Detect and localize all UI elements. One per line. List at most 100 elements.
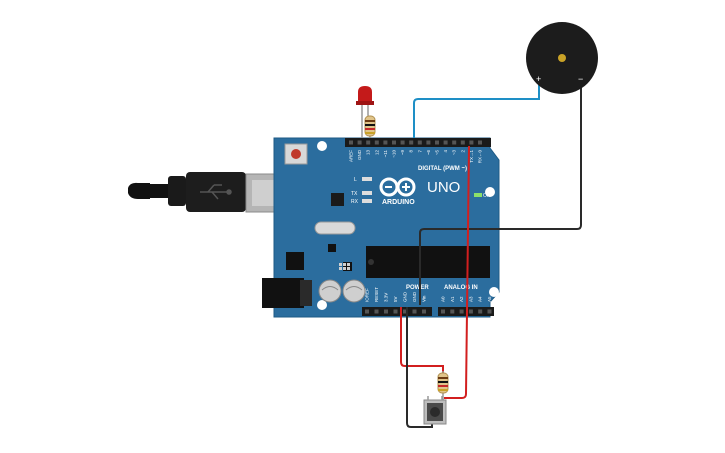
digital-pin-hole[interactable]: [392, 140, 396, 145]
digital-pin-hole[interactable]: [417, 140, 422, 145]
on-led-label: ON: [483, 193, 491, 199]
power-pin-hole[interactable]: [374, 309, 379, 314]
analog-pin-hole[interactable]: [478, 309, 483, 314]
power-pin-label: Vin: [422, 295, 427, 302]
digital-pin-hole[interactable]: [409, 140, 414, 145]
digital-pin-hole[interactable]: [349, 140, 353, 145]
power-pin-hole[interactable]: [403, 309, 407, 314]
power-pin-hole[interactable]: [393, 309, 398, 314]
arduino-brand: ARDUINO: [382, 199, 415, 206]
mounting-hole: [489, 287, 499, 297]
digital-pin-label: ~5: [435, 150, 440, 156]
power-pin-hole[interactable]: [384, 309, 388, 314]
digital-pin-label: 12: [374, 150, 379, 156]
red-led[interactable]: [356, 86, 374, 138]
digital-pin-hole[interactable]: [452, 140, 457, 145]
analog-pin-label: A4: [478, 296, 483, 302]
arduino-logo: [379, 177, 416, 197]
board-model: UNO: [427, 179, 460, 196]
digital-pin-hole[interactable]: [435, 140, 439, 145]
icsp-pin: [339, 263, 342, 266]
digital-pin-label: ~6: [426, 150, 431, 156]
icsp-pin: [343, 263, 346, 266]
piezo-buzzer[interactable]: + −: [526, 22, 598, 94]
digital-pin-label: ~3: [452, 150, 457, 156]
digital-header-label: DIGITAL (PWM ~): [418, 166, 467, 172]
digital-pin-label: 4: [443, 150, 448, 153]
power-pin-label: GND: [403, 291, 408, 302]
digital-pin-label: GND: [357, 149, 362, 160]
blue-wire[interactable]: [413, 84, 540, 138]
crystal-oscillator: [314, 221, 356, 235]
analog-pin-hole[interactable]: [450, 309, 455, 314]
digital-pin-hole[interactable]: [460, 140, 465, 145]
analog-pin-hole[interactable]: [468, 309, 473, 314]
digital-pin-hole[interactable]: [443, 140, 448, 145]
buzzer-minus-label: −: [578, 74, 583, 84]
button-resistor[interactable]: [437, 371, 449, 400]
analog-pin-label: A3: [468, 296, 473, 302]
digital-pin-label: 13: [366, 150, 371, 156]
l-led-label: L: [354, 177, 357, 183]
black-wire-buzzer-gnd[interactable]: [419, 82, 582, 305]
analog-pin-holes[interactable]: [441, 309, 492, 314]
digital-pin-hole[interactable]: [366, 140, 371, 145]
pushbutton[interactable]: [423, 396, 447, 425]
capacitor: [342, 279, 366, 303]
power-pin-hole[interactable]: [412, 309, 417, 314]
power-led: [474, 193, 482, 197]
power-pin-label: GND: [412, 291, 417, 302]
analog-pin-label: A2: [459, 296, 464, 302]
power-jack[interactable]: [262, 278, 312, 308]
analog-pin-hole[interactable]: [487, 309, 492, 314]
digital-pin-label: AREF: [349, 150, 354, 162]
digital-pin-label: ~10: [392, 150, 397, 158]
power-pin-hole[interactable]: [422, 309, 426, 314]
icsp-header: [339, 263, 350, 270]
digital-pin-label: 2: [460, 150, 465, 153]
digital-pin-hole[interactable]: [374, 140, 379, 145]
power-pin-label: 3.3V: [384, 293, 389, 302]
digital-pin-label: TX→1: [469, 150, 474, 163]
digital-pin-hole[interactable]: [357, 140, 362, 145]
black-wire-button-gnd[interactable]: [406, 307, 433, 428]
status-leds: L TX RX: [351, 177, 372, 205]
mounting-hole: [317, 300, 327, 310]
buzzer-plus-label: +: [536, 74, 541, 84]
digital-pin-label: ~9: [400, 150, 405, 156]
red-wire-pin2[interactable]: [444, 145, 470, 399]
usb-chip: [331, 193, 344, 206]
power-pin-label: 5V: [393, 296, 398, 302]
digital-pin-label: ~11: [383, 150, 388, 158]
digital-pin-hole[interactable]: [426, 140, 431, 145]
digital-pin-hole[interactable]: [400, 140, 405, 145]
analog-pin-label: A5: [487, 296, 492, 302]
digital-pin-hole[interactable]: [478, 140, 482, 145]
analog-pin-label: A0: [441, 296, 446, 302]
digital-pin-holes[interactable]: [349, 140, 482, 145]
icsp-pin: [339, 267, 342, 270]
component: [328, 244, 336, 252]
analog-pin-label: A1: [450, 296, 455, 302]
capacitor: [318, 279, 342, 303]
digital-pin-label: RX←0: [478, 150, 483, 164]
icsp-pin: [347, 263, 350, 266]
led-resistor[interactable]: [364, 114, 376, 139]
red-wire-5v[interactable]: [400, 307, 444, 373]
analog-pin-hole[interactable]: [441, 309, 445, 314]
reset-button[interactable]: [284, 143, 308, 165]
digital-pin-hole[interactable]: [469, 140, 474, 145]
digital-pin-hole[interactable]: [383, 140, 388, 145]
usb-symbol-icon: [200, 184, 232, 200]
power-pin-holes[interactable]: [365, 309, 426, 314]
analog-pin-hole[interactable]: [459, 309, 464, 314]
power-pin-hole[interactable]: [365, 309, 369, 314]
analog-pin-labels: A0 A1 A2 A3 A4 A5: [441, 296, 493, 302]
analog-header-label: ANALOG IN: [444, 285, 478, 291]
digital-pin-label: 8: [409, 150, 414, 153]
rx-led-label: RX: [351, 199, 359, 205]
